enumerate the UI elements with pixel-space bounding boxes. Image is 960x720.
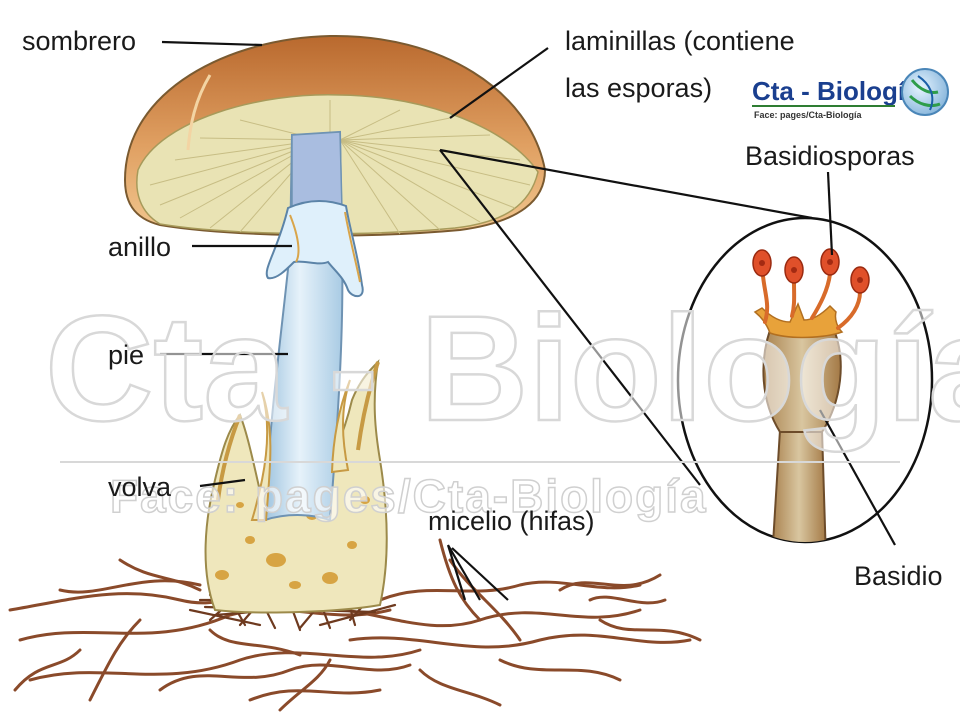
watermark: Cta - Biología Face: pages/Cta-Biología — [44, 283, 960, 523]
label-sombrero: sombrero — [22, 26, 136, 56]
label-laminillas-1: laminillas (contiene — [565, 26, 795, 56]
label-basidio: Basidio — [854, 561, 943, 591]
logo-title: Cta - Biología — [752, 76, 920, 106]
leader-lines — [160, 40, 896, 601]
label-laminillas-2: las esporas) — [565, 73, 712, 103]
label-basidiosporas: Basidiosporas — [745, 141, 915, 171]
volva-flap-right — [330, 379, 351, 474]
label-anillo: anillo — [108, 232, 171, 262]
cap-shape — [123, 34, 547, 237]
biology-logo-icon — [901, 68, 949, 116]
spore-stalks — [761, 272, 862, 330]
mycelium — [8, 538, 702, 712]
label-micelio: micelio (hifas) — [428, 506, 595, 536]
ring-shape — [265, 200, 364, 298]
logo-subtitle: Face: pages/Cta-Biología — [754, 110, 863, 120]
label-pie: pie — [108, 340, 144, 370]
label-volva: volva — [108, 472, 172, 502]
volva-flap-left — [250, 391, 272, 521]
watermark-main-text: Cta - Biología — [45, 284, 960, 452]
brand-logo: Cta - Biología Face: pages/Cta-Biología — [752, 68, 949, 120]
watermark-sub-text: Face: pages/Cta-Biología — [110, 470, 708, 522]
